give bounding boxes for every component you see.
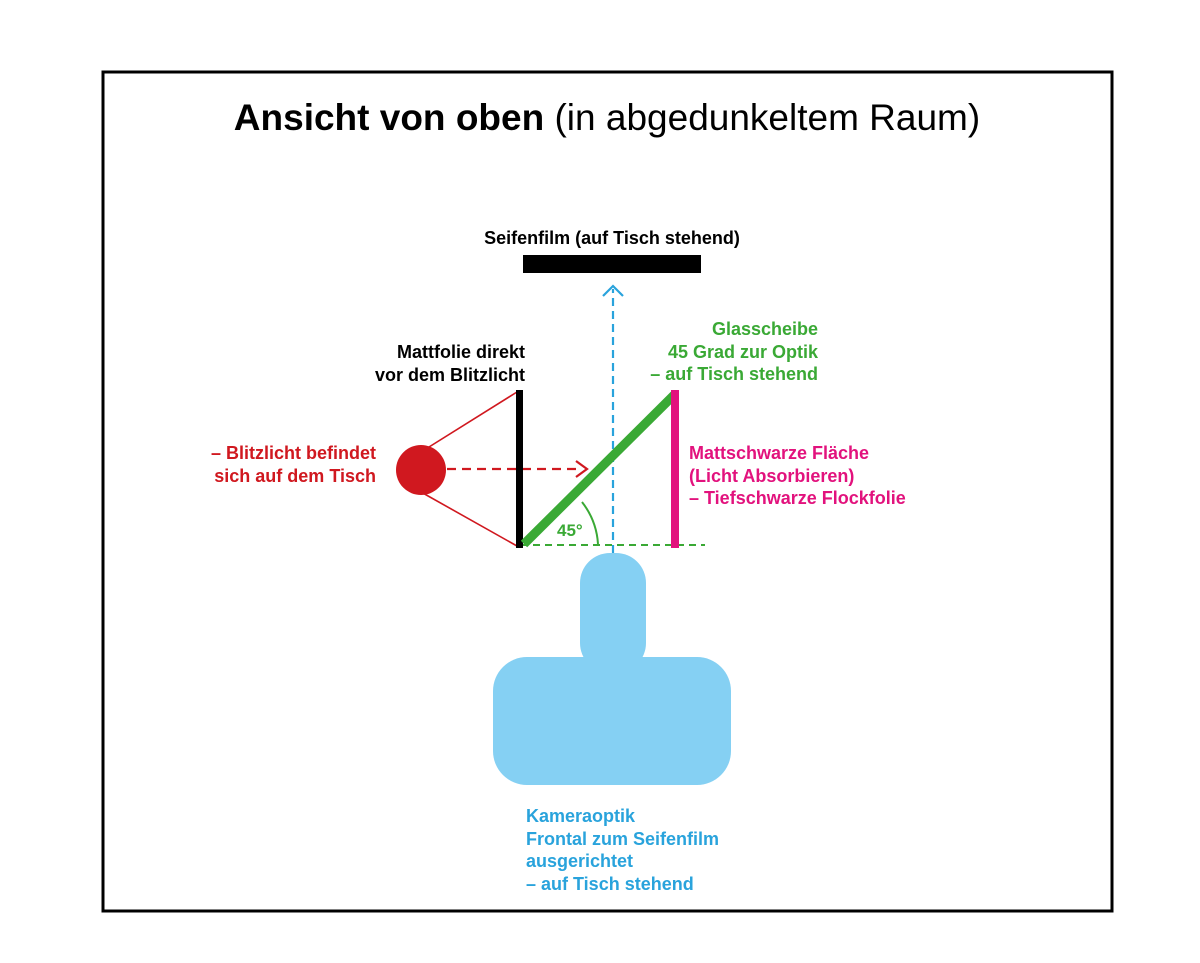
camera-lens xyxy=(580,553,646,673)
mattfolie-bar xyxy=(516,390,523,548)
light-ray-arrowhead xyxy=(575,460,589,478)
optical-axis-arrowhead xyxy=(602,284,624,297)
outer-frame xyxy=(101,70,1114,913)
page-title: Ansicht von oben (in abgedunkeltem Raum) xyxy=(0,96,1200,140)
light-cone-lower xyxy=(420,491,518,547)
label-glasscheibe: Glasscheibe 45 Grad zur Optik – auf Tisc… xyxy=(650,319,818,384)
camera-body xyxy=(493,657,731,785)
label-mattfolie: Mattfolie direkt vor dem Blitzlicht xyxy=(374,342,525,385)
label-angle: 45° xyxy=(557,521,583,540)
angle-arc xyxy=(581,501,599,545)
mattschwarz-bar xyxy=(671,390,679,548)
label-seifenfilm: Seifenfilm (auf Tisch stehend) xyxy=(484,228,740,248)
label-blitzlicht: – Blitzlicht befindet sich auf dem Tisch xyxy=(210,443,376,486)
seifenfilm-bar xyxy=(523,255,701,273)
label-mattschwarz: Mattschwarze Fläche (Licht Absorbieren) … xyxy=(689,443,906,508)
blitzlicht-circle xyxy=(396,445,446,495)
title-bold: Ansicht von oben xyxy=(233,97,545,138)
label-kamera: Kameraoptik Frontal zum Seifenfilm ausge… xyxy=(526,806,720,894)
light-cone-upper xyxy=(420,391,518,453)
glasscheibe-line xyxy=(520,391,678,548)
title-rest: (in abgedunkeltem Raum) xyxy=(554,97,981,138)
